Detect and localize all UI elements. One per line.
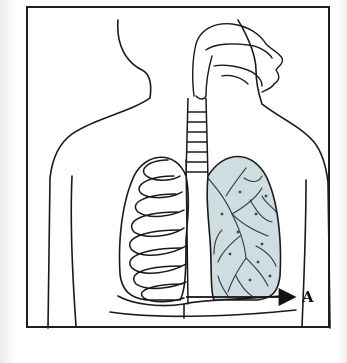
lung-right [207,157,280,301]
abdomen-line [110,310,296,316]
body-outline [48,20,330,328]
pharynx-right [206,56,212,96]
nasal-oral-cavity [193,24,283,99]
label-a: A [301,288,314,306]
tongue-detail [222,75,248,84]
head-profile [196,24,282,92]
trachea [186,98,208,178]
mouth-cavity [214,65,262,86]
neck-back-outline [238,20,262,104]
head-outline [118,20,151,98]
left-arm-inner [71,176,76,326]
trachea-right-wall [206,98,208,178]
larynx-detail [196,96,206,99]
nasal-passage [206,44,272,58]
pharynx-left [193,44,196,96]
